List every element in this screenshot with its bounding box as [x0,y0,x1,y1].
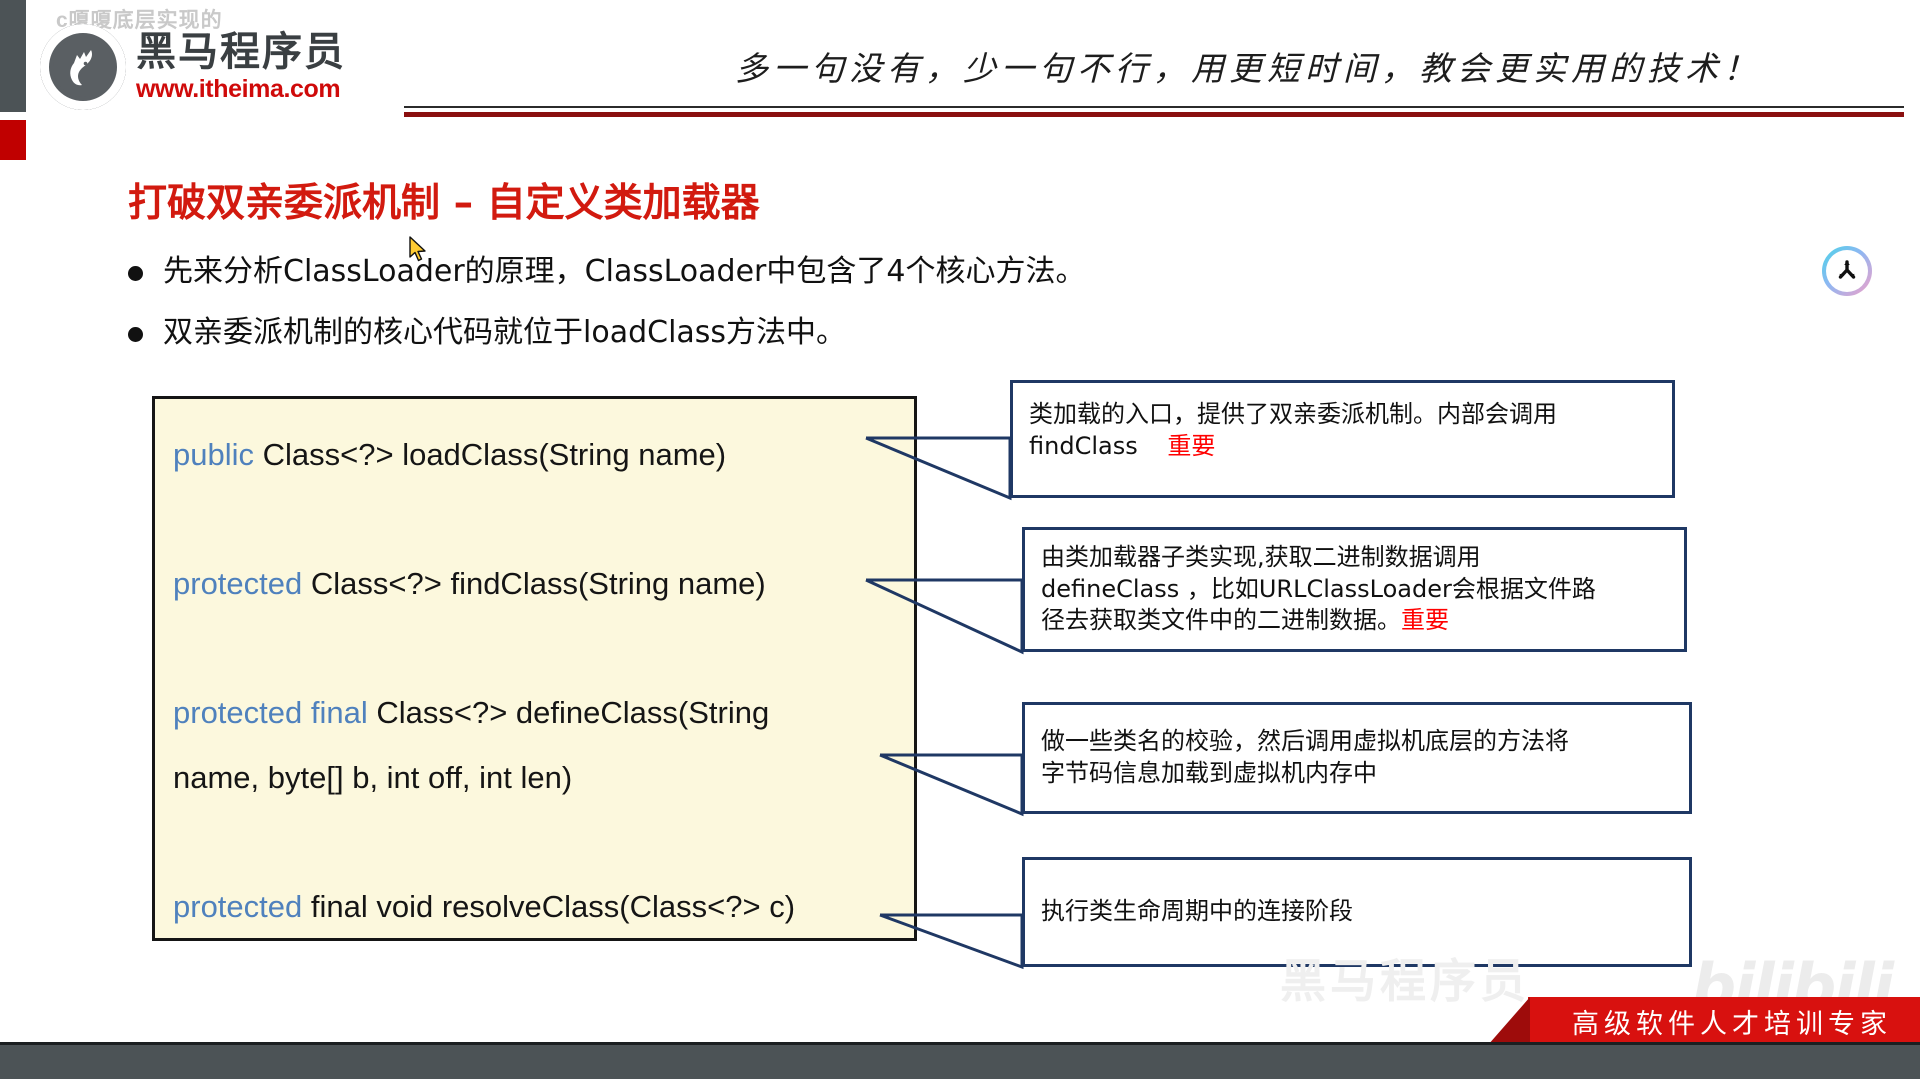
code-keyword: public [173,437,254,472]
important-badge: 重要 [1167,431,1216,460]
logo-brand-name: 黑马程序员 [136,29,346,75]
code-line-loadclass: public Class<?> loadClass(String name) [173,437,726,473]
code-body: final void resolveClass(Class<?> c) [302,889,796,924]
annotation-line: findClass [1029,431,1138,460]
bullet-dot-icon [128,266,143,281]
annotation-line: 字节码信息加载到虚拟机内存中 [1041,759,1377,787]
code-keyword: protected [173,566,303,601]
code-body: Class<?> findClass(String name) [302,566,766,601]
header-slogan: 多一句没有，少一句不行，用更短时间，教会更实用的技术！ [735,49,1761,88]
bullet-text: 双亲委派机制的核心代码就位于loadClass方法中。 [163,315,847,350]
code-signature-panel: public Class<?> loadClass(String name) p… [152,396,917,941]
code-body: Class<?> defineClass(String [367,695,770,730]
code-keyword: protected final [173,695,368,730]
code-body: Class<?> loadClass(String name) [254,437,727,472]
code-keyword: protected [173,889,303,924]
tri-arrow-badge-icon[interactable] [1822,246,1872,296]
bullet-dot-icon [128,327,143,342]
list-item: 先来分析ClassLoader的原理，ClassLoader中包含了4个核心方法… [128,252,1428,291]
footer-banner-text: 高级软件人才培训专家 [1572,1008,1892,1040]
mouse-pointer-icon [409,236,426,262]
annotation-line: 径去获取类文件中的二进制数据。 [1041,606,1401,635]
annotation-defineclass: 做一些类名的校验，然后调用虚拟机底层的方法将 字节码信息加载到虚拟机内存中 [1022,702,1692,814]
left-edge-divider [26,0,29,112]
header-rule [404,112,1904,117]
left-gray-bar [0,0,26,112]
annotation-line: 做一些类名的校验，然后调用虚拟机底层的方法将 [1041,727,1569,756]
code-line-findclass: protected Class<?> findClass(String name… [173,566,766,602]
footer-banner: 高级软件人才培训专家 [1488,997,1920,1045]
header-rule-thin [404,106,1904,108]
bullet-text: 先来分析ClassLoader的原理，ClassLoader中包含了4个核心方法… [163,254,1086,289]
annotation-line: 执行类生命周期中的连接阶段 [1041,897,1353,926]
left-red-accent-bar [0,120,26,160]
brand-logo: 黑马程序员 www.itheima.com [40,24,346,110]
page-title: 打破双亲委派机制 – 自定义类加载器 [128,181,760,226]
code-line-resolveclass: protected final void resolveClass(Class<… [173,889,795,925]
annotation-resolveclass: 执行类生命周期中的连接阶段 [1022,857,1692,967]
bullet-list: 先来分析ClassLoader的原理，ClassLoader中包含了4个核心方法… [128,252,1428,374]
annotation-loadclass: 类加载的入口，提供了双亲委派机制。内部会调用 findClass 重要 [1010,380,1675,498]
annotation-line: defineClass ，比如URLClassLoader会根据文件路 [1041,574,1596,603]
annotation-line: 类加载的入口，提供了双亲委派机制。内部会调用 [1029,400,1557,428]
code-line-defineclass-params: name, byte[] b, int off, int len) [173,760,572,796]
horse-head-icon [40,24,126,110]
important-badge: 重要 [1401,606,1449,635]
slide-header: c嗄嗄底层实现的 黑马程序员 www.itheima.com 多一句没有，少一句… [0,0,1920,128]
annotation-findclass: 由类加载器子类实现,获取二进制数据调用 defineClass ，比如URLCl… [1022,527,1687,652]
bottom-gray-bar [0,1042,1920,1079]
logo-brand-url: www.itheima.com [136,75,341,103]
heima-watermark: 黑马程序员 [1280,954,1530,1008]
code-body: name, byte[] b, int off, int len) [173,760,573,795]
annotation-line: 由类加载器子类实现,获取二进制数据调用 [1041,543,1481,571]
list-item: 双亲委派机制的核心代码就位于loadClass方法中。 [128,313,1428,352]
code-line-defineclass: protected final Class<?> defineClass(Str… [173,695,769,731]
